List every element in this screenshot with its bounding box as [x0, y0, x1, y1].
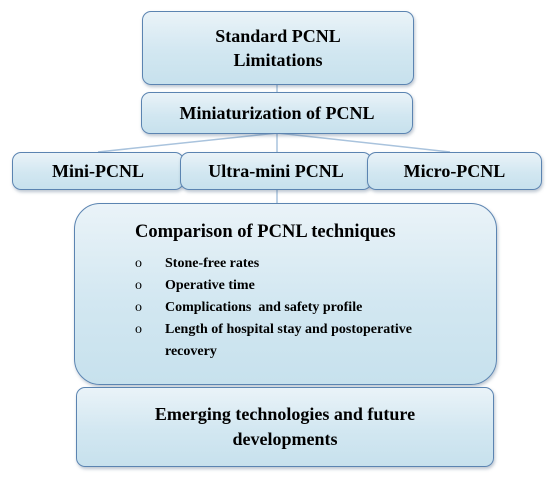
comparison-list: o Stone-free rates o Operative time o Co…: [135, 253, 496, 363]
connector-miniaturization-mini: [97, 132, 278, 153]
standard-pcnl-limitations-box: Standard PCNL Limitations: [142, 11, 414, 85]
list-item: o Operative time: [135, 275, 496, 297]
comparison-item-label: Stone-free rates: [165, 256, 260, 271]
bullet-icon: o: [135, 300, 142, 315]
bullet-icon: o: [135, 256, 142, 271]
list-item: o Complications and safety profile: [135, 297, 496, 319]
bullet-icon: o: [135, 322, 142, 337]
miniaturization-of-pcnl-label: Miniaturization of PCNL: [179, 103, 375, 123]
comparison-title: Comparison of PCNL techniques: [135, 222, 396, 242]
list-item: o Length of hospital stay and postoperat…: [135, 319, 465, 363]
comparison-box: Comparison of PCNL techniques o Stone-fr…: [74, 203, 497, 385]
emerging-technologies-label: Emerging technologies and future develop…: [154, 404, 416, 449]
connector-miniaturization-micro: [276, 132, 451, 153]
micro-pcnl-box: Micro-PCNL: [367, 152, 542, 190]
mini-pcnl-label: Mini-PCNL: [52, 161, 144, 181]
bullet-icon: o: [135, 278, 142, 293]
mini-pcnl-box: Mini-PCNL: [12, 152, 184, 190]
emerging-technologies-box: Emerging technologies and future develop…: [76, 387, 494, 467]
ultra-mini-pcnl-box: Ultra-mini PCNL: [180, 152, 372, 190]
list-item: o Stone-free rates: [135, 253, 496, 275]
comparison-item-label: Operative time: [165, 278, 255, 293]
ultra-mini-pcnl-label: Ultra-mini PCNL: [208, 161, 344, 181]
miniaturization-of-pcnl-box: Miniaturization of PCNL: [141, 92, 413, 134]
comparison-item-label: Complications and safety profile: [165, 300, 363, 315]
comparison-item-label: Length of hospital stay and postoperativ…: [165, 322, 412, 359]
micro-pcnl-label: Micro-PCNL: [403, 161, 506, 181]
standard-pcnl-limitations-label: Standard PCNL Limitations: [215, 26, 341, 70]
